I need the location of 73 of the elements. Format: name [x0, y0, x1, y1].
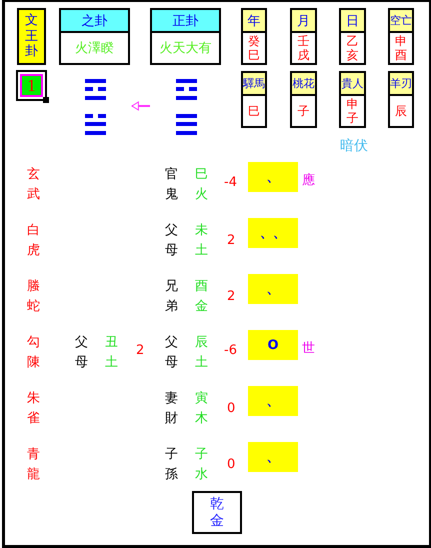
line-mark: 、 [266, 393, 280, 410]
line-mark: 、 [266, 281, 280, 298]
vertical-label: 丑土 [105, 334, 118, 372]
vertical-label: 酉金 [195, 278, 208, 316]
card-value: 乙亥 [346, 34, 358, 62]
vertical-label: 辰土 [195, 334, 208, 372]
info-card [290, 8, 317, 65]
card-value: 子 [298, 104, 310, 118]
line-mark: 、、 [260, 225, 286, 242]
title-text: 文王卦 [25, 13, 38, 60]
card-value: 申酉 [395, 34, 407, 62]
text-label: 暗伏 [340, 137, 368, 155]
info-card [388, 71, 414, 128]
card-header: 之卦 [61, 10, 128, 33]
arrow [132, 102, 150, 110]
vertical-label: 螣蛇 [27, 278, 40, 316]
info-card [241, 8, 267, 65]
info-card [339, 71, 366, 128]
text-label: 0 [227, 401, 236, 416]
hexagram-card [150, 8, 221, 65]
vertical-label: 父母 [165, 222, 178, 260]
vertical-label: 寅木 [195, 390, 208, 428]
info-card [388, 8, 414, 65]
vertical-label: 巳火 [195, 166, 208, 204]
text-label: 0 [227, 457, 236, 472]
card-header: 驛馬 [243, 73, 265, 96]
hexagram-name: 火澤睽 [75, 40, 114, 57]
card-value: 巳 [248, 104, 260, 118]
card-value: 辰 [395, 104, 407, 118]
text-label: 2 [227, 289, 236, 304]
vertical-label: 子水 [195, 446, 208, 484]
card-value: 申子 [346, 96, 358, 126]
vertical-label: 朱雀 [27, 390, 40, 428]
card-header: 桃花 [292, 73, 315, 96]
info-card [241, 71, 267, 128]
vertical-label: 青龍 [27, 446, 40, 484]
text-label: 世 [302, 340, 315, 357]
vertical-label: 子孫 [165, 446, 178, 484]
hexagram-name: 火天大有 [160, 40, 212, 57]
vertical-label: 白虎 [27, 222, 40, 260]
vertical-label: 玄武 [27, 166, 40, 204]
card-header: 日 [341, 10, 364, 33]
vertical-label: 官鬼 [165, 166, 178, 204]
vertical-label: 父母 [75, 334, 88, 372]
line-mark: 、 [266, 169, 280, 186]
number-box [16, 70, 47, 101]
card-header: 月 [292, 10, 315, 33]
card-header: 正卦 [152, 10, 219, 33]
vertical-label: 父母 [165, 334, 178, 372]
text-label: 2 [136, 343, 144, 358]
info-card [339, 8, 366, 65]
title-box [17, 8, 46, 65]
info-card [290, 71, 317, 128]
card-header: 貴人 [341, 73, 364, 96]
card-header: 空亡 [390, 10, 412, 33]
vertical-label: 兄弟 [165, 278, 178, 316]
palace-box [192, 491, 242, 534]
text-label: -6 [224, 343, 237, 358]
text-label: -4 [224, 175, 237, 190]
line-mark: 、 [266, 449, 280, 466]
number-text: 1 [27, 76, 36, 96]
card-header: 羊刃 [390, 73, 412, 96]
card-value: 癸巳 [248, 34, 260, 62]
text-label: 2 [227, 233, 236, 248]
palace-text: 乾金 [210, 496, 224, 530]
hexagram-card [59, 8, 130, 65]
line-mark: O [267, 338, 279, 352]
vertical-label: 妻財 [165, 390, 178, 428]
vertical-label: 未土 [195, 222, 208, 260]
card-header: 年 [243, 10, 265, 33]
card-value: 壬戌 [298, 34, 310, 62]
vertical-label: 勾陳 [27, 334, 40, 372]
text-label: 應 [302, 172, 315, 189]
